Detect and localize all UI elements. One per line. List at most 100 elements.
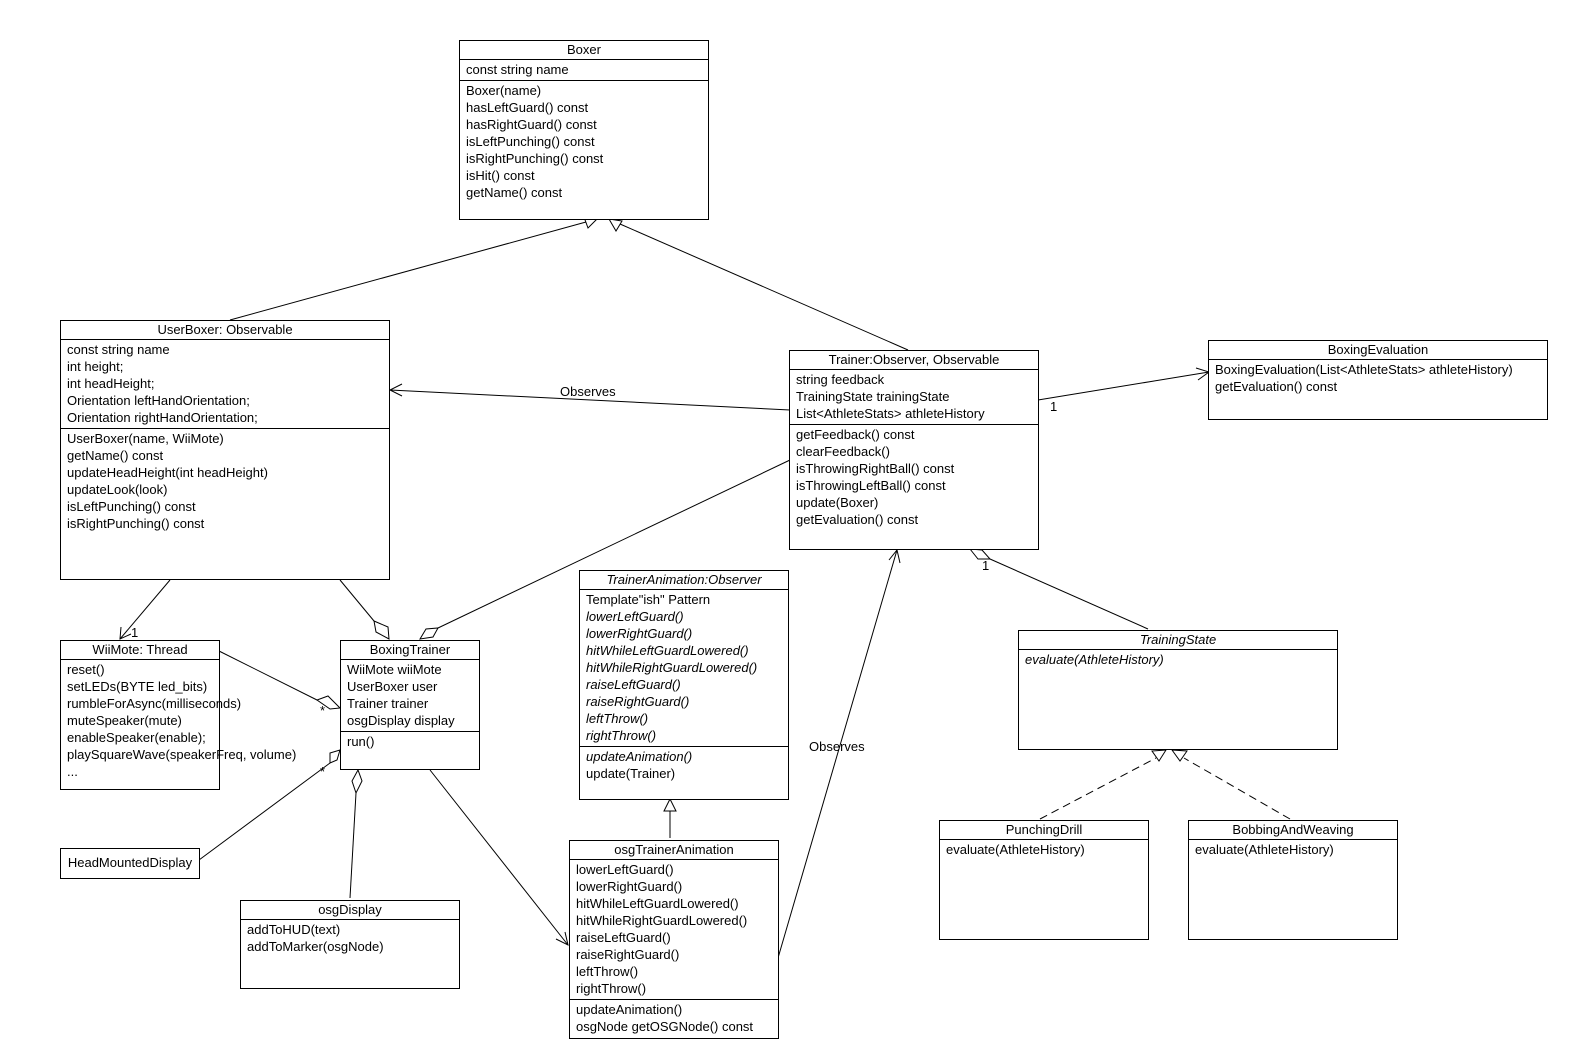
operation: isHit() const bbox=[466, 168, 535, 183]
operation: reset() bbox=[67, 662, 105, 677]
operation: rightThrow() bbox=[576, 981, 647, 996]
wiimote-arrow-head bbox=[119, 626, 132, 640]
class-title: TrainingState bbox=[1019, 631, 1337, 650]
attribute: const string name bbox=[466, 62, 569, 77]
attribute: TrainingState trainingState bbox=[796, 389, 950, 404]
observes-label-trainer: Observes bbox=[809, 739, 865, 754]
operation: isThrowingRightBall() const bbox=[796, 461, 955, 476]
operation: raiseLeftGuard() bbox=[576, 930, 671, 945]
operation: addToMarker(osgNode) bbox=[247, 939, 384, 954]
class-bobbingandweaving: BobbingAndWeaving evaluate(AthleteHistor… bbox=[1188, 820, 1398, 940]
attribute: List<AthleteStats> athleteHistory bbox=[796, 406, 985, 421]
attribute: Orientation rightHandOrientation; bbox=[67, 410, 258, 425]
observes-association-userboxer bbox=[389, 389, 791, 411]
operation: ... bbox=[67, 764, 78, 779]
operation: enableSpeaker(enable); bbox=[67, 730, 206, 745]
operation: getFeedback() const bbox=[796, 427, 915, 442]
class-osgtraineranimation: osgTrainerAnimation lowerLeftGuard() low… bbox=[569, 840, 779, 1039]
operation: osgNode getOSGNode() const bbox=[576, 1019, 754, 1034]
attribute: string feedback bbox=[796, 372, 885, 387]
class-operations: run() bbox=[341, 731, 479, 752]
operation: playSquareWave(speakerFreq, volume) bbox=[67, 747, 297, 762]
operation: hasLeftGuard() const bbox=[466, 100, 589, 115]
class-headmounteddisplay: HeadMountedDisplay bbox=[60, 848, 200, 879]
class-userboxer: UserBoxer: Observable const string name … bbox=[60, 320, 390, 580]
operation: updateHeadHeight(int headHeight) bbox=[67, 465, 268, 480]
operation: setLEDs(BYTE led_bits) bbox=[67, 679, 208, 694]
class-title: WiiMote: Thread bbox=[61, 641, 219, 660]
operation: getName() const bbox=[466, 185, 563, 200]
operation: hasRightGuard() const bbox=[466, 117, 597, 132]
class-operations: getFeedback() const clearFeedback() isTh… bbox=[790, 424, 1038, 530]
operation: isRightPunching() const bbox=[67, 516, 205, 531]
aggregation-diamond-5 bbox=[351, 768, 363, 795]
abstract-operation: rightThrow() bbox=[586, 728, 657, 743]
class-trainingstate: TrainingState evaluate(AthleteHistory) bbox=[1018, 630, 1338, 750]
multiplicity-wiimote: 1 bbox=[131, 625, 139, 640]
multiplicity-trainingstate: 1 bbox=[982, 558, 990, 573]
attribute: int height; bbox=[67, 359, 124, 374]
operation: isLeftPunching() const bbox=[67, 499, 196, 514]
generalization-trainer-boxer bbox=[619, 223, 909, 351]
operation: getName() const bbox=[67, 448, 164, 463]
operation: update(Trainer) bbox=[586, 766, 676, 781]
class-trainer: Trainer:Observer, Observable string feed… bbox=[789, 350, 1039, 550]
observes-arrow-head-2 bbox=[888, 548, 901, 564]
attribute: osgDisplay display bbox=[347, 713, 455, 728]
operation: BoxingEvaluation(List<AthleteStats> athl… bbox=[1215, 362, 1513, 377]
abstract-operation: lowerLeftGuard() bbox=[586, 609, 684, 624]
class-attributes: string feedback TrainingState trainingSt… bbox=[790, 370, 1038, 424]
class-title: Boxer bbox=[460, 41, 708, 60]
operation: lowerLeftGuard() bbox=[576, 862, 674, 877]
aggregation-trainer-boxingtrainer bbox=[437, 459, 791, 629]
osganimation-arrow-head bbox=[555, 931, 569, 946]
class-operations: UserBoxer(name, WiiMote) getName() const… bbox=[61, 428, 389, 534]
attribute: int headHeight; bbox=[67, 376, 155, 391]
operation: getEvaluation() const bbox=[796, 512, 919, 527]
class-title: osgDisplay bbox=[241, 901, 459, 920]
operation: updateAnimation() bbox=[576, 1002, 683, 1017]
class-title: TrainerAnimation:Observer bbox=[580, 571, 788, 590]
attribute: Orientation leftHandOrientation; bbox=[67, 393, 250, 408]
aggregation-hmd-boxingtrainer bbox=[198, 762, 331, 861]
class-attributes: const string name bbox=[460, 60, 708, 80]
realization-bobbingandweaving bbox=[1183, 757, 1291, 820]
class-operations: updateAnimation() osgNode getOSGNode() c… bbox=[570, 999, 778, 1037]
abstract-operation: hitWhileRightGuardLowered() bbox=[586, 660, 758, 675]
class-title: BoxingEvaluation bbox=[1209, 341, 1547, 360]
aggregation-diamond-4 bbox=[329, 749, 341, 764]
aggregation-diamond-2 bbox=[419, 627, 439, 640]
operation: hitWhileRightGuardLowered() bbox=[576, 913, 748, 928]
operation: addToHUD(text) bbox=[247, 922, 341, 937]
attribute: WiiMote wiiMote bbox=[347, 662, 442, 677]
class-title: BoxingTrainer bbox=[341, 641, 479, 660]
class-attributes: Template"ish" Pattern lowerLeftGuard() l… bbox=[580, 590, 788, 746]
class-operations: reset() setLEDs(BYTE led_bits) rumbleFor… bbox=[61, 660, 297, 782]
abstract-operation: leftThrow() bbox=[586, 711, 649, 726]
multiplicity-evaluation: 1 bbox=[1050, 399, 1058, 414]
class-operations: BoxingEvaluation(List<AthleteStats> athl… bbox=[1209, 360, 1547, 397]
generalization-userboxer-boxer bbox=[229, 221, 587, 321]
class-title: BobbingAndWeaving bbox=[1189, 821, 1397, 840]
abstract-operation: lowerRightGuard() bbox=[586, 626, 693, 641]
association-userboxer-wiimote bbox=[119, 579, 171, 640]
attribute: Trainer trainer bbox=[347, 696, 429, 711]
operation: muteSpeaker(mute) bbox=[67, 713, 182, 728]
class-attributes: WiiMote wiiMote UserBoxer user Trainer t… bbox=[341, 660, 479, 731]
aggregation-trainingstate-trainer bbox=[989, 558, 1149, 630]
operation: lowerRightGuard() bbox=[576, 879, 683, 894]
class-operations: evaluate(AthleteHistory) bbox=[940, 840, 1148, 860]
operation: UserBoxer(name, WiiMote) bbox=[67, 431, 224, 446]
operation: run() bbox=[347, 734, 375, 749]
class-operations: addToHUD(text) addToMarker(osgNode) bbox=[241, 920, 459, 957]
realization-head-1 bbox=[1151, 749, 1167, 762]
association-boxingtrainer-osganimation bbox=[429, 769, 569, 946]
operation: update(Boxer) bbox=[796, 495, 879, 510]
class-boxingevaluation: BoxingEvaluation BoxingEvaluation(List<A… bbox=[1208, 340, 1548, 420]
attribute: UserBoxer user bbox=[347, 679, 438, 694]
operation: rumbleForAsync(milliseconds) bbox=[67, 696, 242, 711]
association-trainer-evaluation bbox=[1037, 371, 1210, 401]
attribute: const string name bbox=[67, 342, 170, 357]
class-title: UserBoxer: Observable bbox=[61, 321, 389, 340]
